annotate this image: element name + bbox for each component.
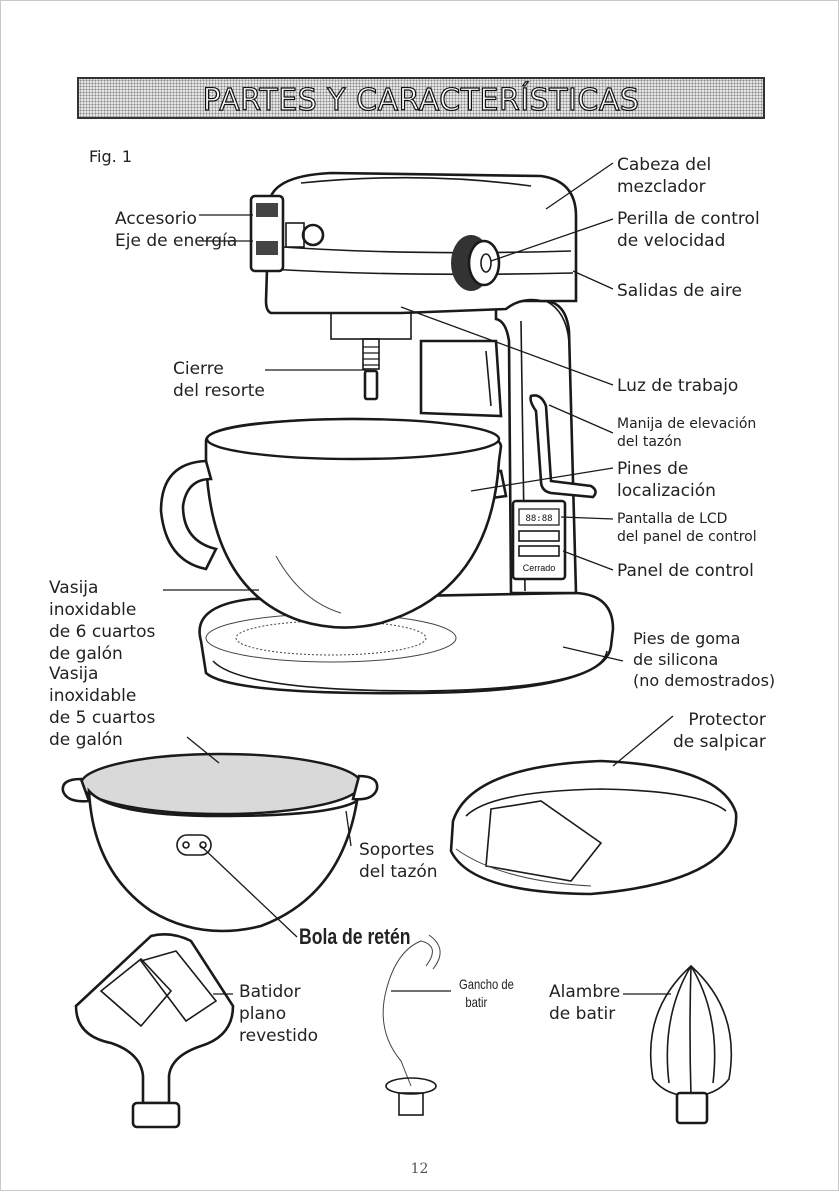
pouring-shield-illustration bbox=[449, 759, 738, 896]
label-work-light: Luz de trabajo bbox=[617, 376, 739, 396]
label-bowl-supports: Soportes del tazón bbox=[359, 840, 438, 882]
leader-lines bbox=[163, 162, 674, 995]
power-hub-illustration bbox=[249, 194, 325, 273]
label-dough-hook: Gancho de batir bbox=[459, 976, 514, 1010]
spring-latch-illustration bbox=[362, 338, 380, 401]
speed-knob-illustration bbox=[451, 235, 501, 291]
label-flat-beater: Batidor plano revestido bbox=[239, 982, 319, 1046]
label-control-panel: Panel de control bbox=[617, 561, 754, 581]
label-bowl-6qt: Vasija inoxidable de 6 cuartos de galón bbox=[49, 578, 156, 664]
label-bowl-lift-handle: Manija de elevación del tazón bbox=[617, 416, 757, 450]
label-power-hub: Accesorio Eje de energía bbox=[115, 209, 238, 251]
label-lcd-display: Pantalla de LCD del panel de control bbox=[617, 511, 757, 545]
wire-whip-illustration bbox=[649, 964, 733, 1125]
label-spring-latch: Cierre del resorte bbox=[173, 359, 265, 401]
section-banner: PARTES Y CARACTERÍSTICAS bbox=[77, 77, 765, 119]
bowl-5qt-illustration bbox=[61, 752, 379, 933]
label-speed-knob: Perilla de control de velocidad bbox=[617, 209, 760, 251]
label-locating-pins: Pines de localización bbox=[617, 459, 716, 501]
figure-label: Fig. 1 bbox=[89, 147, 132, 166]
label-pouring-shield: Protector de salpicar bbox=[673, 710, 766, 752]
flat-beater-illustration bbox=[74, 933, 235, 1129]
control-panel-illustration: 88:88 Cerrado bbox=[511, 499, 567, 581]
label-wire-whip: Alambre de batir bbox=[549, 982, 621, 1024]
label-retainer-ball: Bola de retén bbox=[299, 924, 411, 949]
label-bowl-5qt: Vasija inoxidable de 5 cuartos de galón bbox=[49, 664, 156, 750]
closed-mark: Cerrado bbox=[523, 563, 556, 573]
label-air-vents: Salidas de aire bbox=[617, 281, 742, 301]
page-number: 12 bbox=[410, 1161, 429, 1177]
label-mixer-head: Cabeza del mezclador bbox=[617, 155, 712, 197]
mixer-bowl-illustration bbox=[159, 417, 503, 629]
page-title: PARTES Y CARACTERÍSTICAS bbox=[202, 82, 640, 118]
mixer-head bbox=[264, 171, 578, 340]
dough-hook-illustration bbox=[382, 934, 441, 1116]
label-rubber-feet: Pies de goma de silicona (no demostrados… bbox=[633, 629, 776, 690]
svg-text:88:88: 88:88 bbox=[525, 514, 552, 524]
bowl-lift-handle-illustration bbox=[529, 394, 597, 499]
